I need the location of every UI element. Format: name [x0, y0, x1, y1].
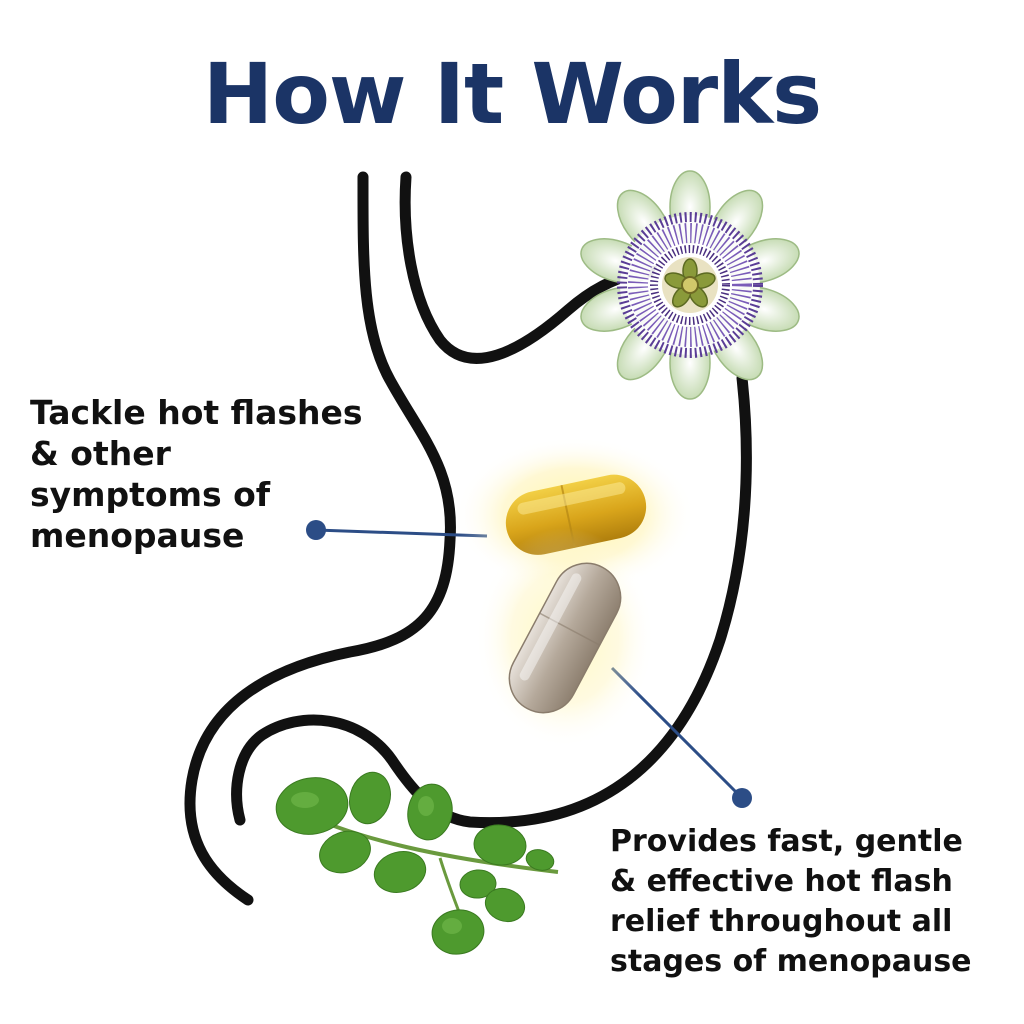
callout-right-line: & effective hot flash [610, 864, 953, 899]
stomach-outline-icon [184, 171, 752, 906]
callout-right-text: Provides fast, gentle & effective hot fl… [610, 822, 1020, 982]
clear-herbal-capsule-icon [475, 528, 655, 748]
callout-left-text: Tackle hot flashes & other symptoms of m… [30, 392, 410, 556]
moringa-leaves-icon [275, 771, 559, 955]
page-title: How It Works [202, 45, 822, 143]
callout-left-line: & other [30, 434, 171, 473]
callout-right-line: stages of menopause [610, 944, 972, 979]
callout-left-line: menopause [30, 516, 245, 555]
passion-flower-icon [580, 170, 800, 400]
callout-left-line: symptoms of [30, 475, 271, 514]
connector-left [306, 520, 488, 540]
callout-left-line: Tackle hot flashes [30, 393, 363, 432]
callout-right-line: relief throughout all [610, 904, 953, 939]
callout-right-line: Provides fast, gentle [610, 824, 963, 859]
